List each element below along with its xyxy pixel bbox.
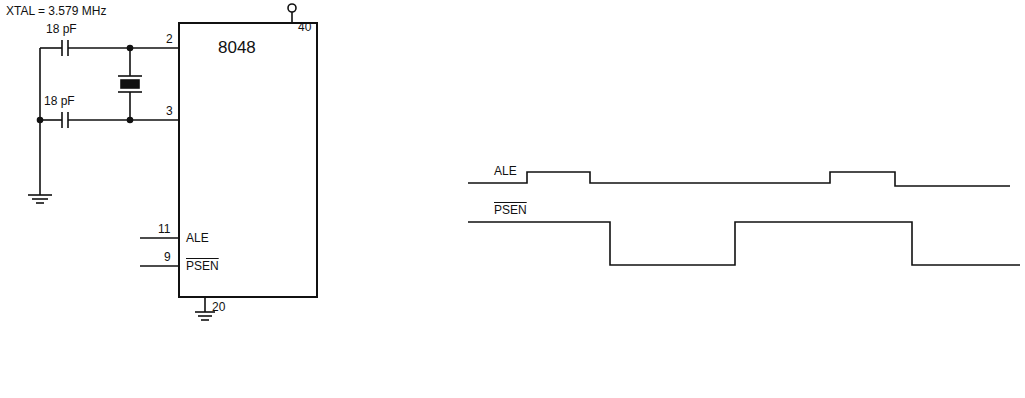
pin-number: 11 [158, 222, 170, 236]
pin-number: 9 [164, 250, 171, 264]
capacitor-value: 18 pF [44, 94, 75, 108]
capacitor-value: 18 pF [46, 22, 77, 36]
signal-name: ALE [494, 164, 517, 178]
chip-body: 8048 [178, 22, 318, 298]
pin-number: 2 [166, 32, 173, 46]
pin-name: PSEN [186, 259, 219, 273]
crystal-frequency: XTAL = 3.579 MHz [6, 4, 106, 18]
pin-name: ALE [186, 231, 209, 245]
pin-number: 3 [166, 104, 173, 118]
signal-name: PSEN [494, 203, 527, 217]
pin-number: 20 [212, 300, 225, 314]
chip-name: 8048 [218, 38, 256, 58]
pin-number: 40 [298, 20, 311, 34]
